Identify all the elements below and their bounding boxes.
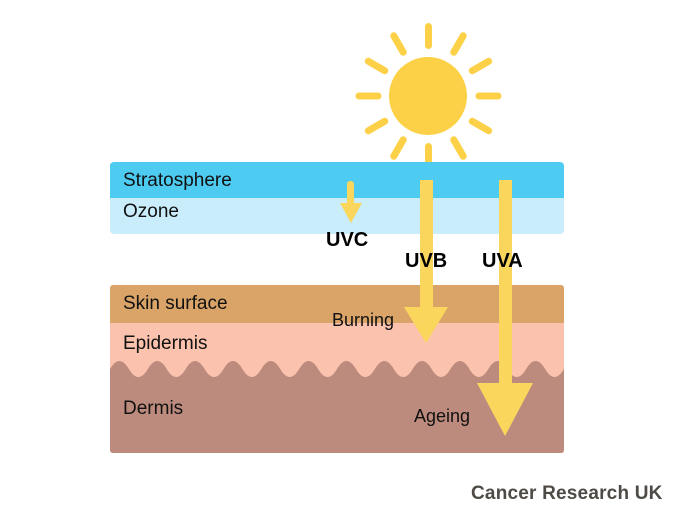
uvc-arrow-shaft xyxy=(347,181,354,205)
uva-arrow-shaft xyxy=(499,180,512,385)
sun-ray xyxy=(448,31,468,58)
sun-ray xyxy=(475,92,501,100)
stratosphere-label: Stratosphere xyxy=(123,170,232,191)
sun-ray xyxy=(388,134,408,161)
epidermis-dermis-wavy-boundary xyxy=(110,361,564,378)
ozone-label: Ozone xyxy=(123,201,179,222)
sun-ray xyxy=(466,116,493,136)
skin-surface-label: Skin surface xyxy=(123,293,228,314)
sun-ray xyxy=(363,116,390,136)
dermis-label: Dermis xyxy=(123,398,184,419)
uvb-arrow-shaft xyxy=(420,180,433,309)
skin-surface-layer xyxy=(110,285,564,323)
cancer-research-uk-attribution: Cancer Research UK xyxy=(471,483,663,504)
sun-ray xyxy=(466,56,493,76)
stratosphere-band xyxy=(110,162,564,198)
sun-ray xyxy=(388,31,408,58)
uva-arrow-head xyxy=(477,383,533,436)
sun-ray xyxy=(424,23,432,49)
ozone-band xyxy=(110,198,564,234)
uvb-label: UVB xyxy=(405,250,448,272)
burning-label: Burning xyxy=(332,310,395,330)
skin-block xyxy=(110,285,564,453)
sun-ray xyxy=(363,56,390,76)
sun-core xyxy=(389,57,467,135)
sun-ray xyxy=(448,134,468,161)
uva-label: UVA xyxy=(482,250,523,272)
uvb-arrow-head xyxy=(404,307,448,343)
uvc-arrow-head xyxy=(340,203,362,223)
uvc-label: UVC xyxy=(326,229,369,251)
sun-ray xyxy=(355,92,381,100)
ageing-label: Ageing xyxy=(414,406,471,426)
epidermis-label: Epidermis xyxy=(123,333,208,354)
